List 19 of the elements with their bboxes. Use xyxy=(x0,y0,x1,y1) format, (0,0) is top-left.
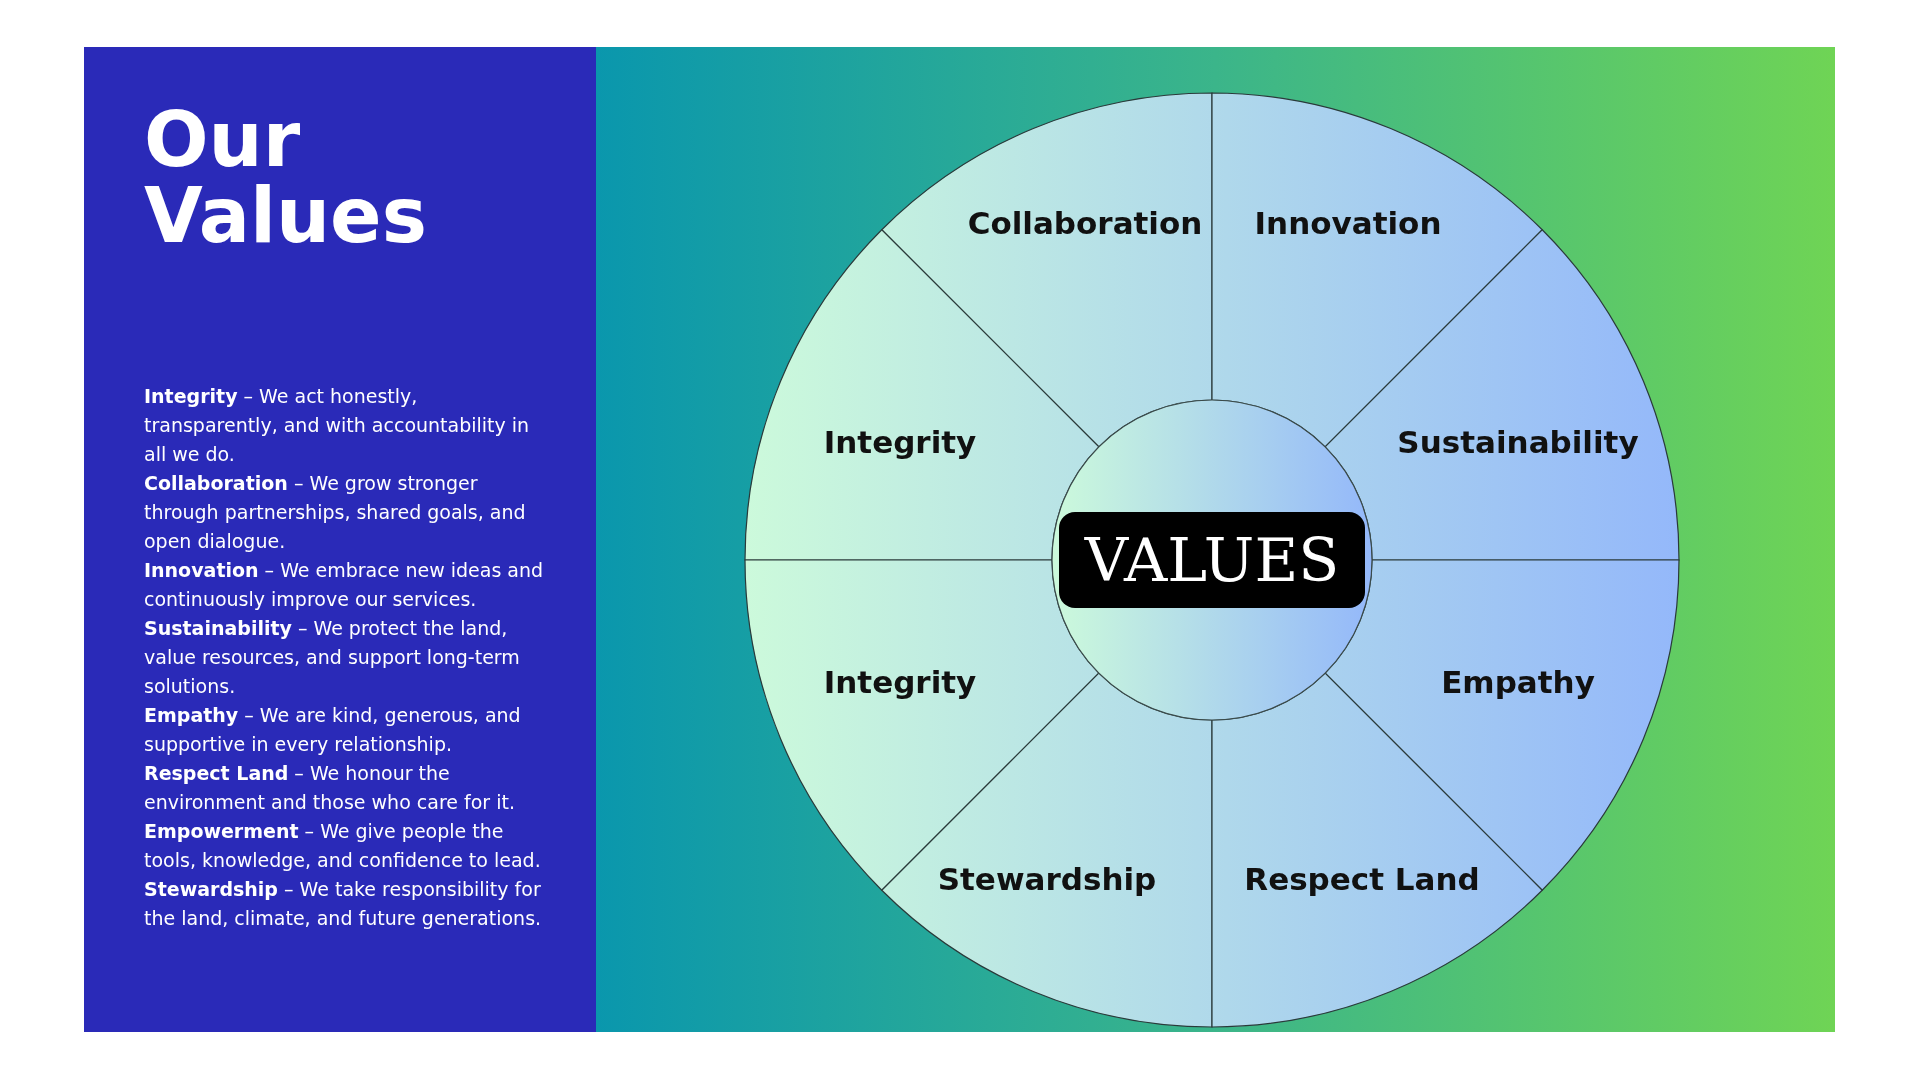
value-description: Respect Land – We honour the environment and those who care for it. xyxy=(144,761,516,815)
value-description: Collaboration – We grow stronger through partnerships, shared goals, and open dialogue. xyxy=(144,471,527,554)
value-description: Stewardship – We take responsibility for the land, climate, and future generations. xyxy=(144,877,543,931)
segment-label: Collaboration xyxy=(967,205,1203,241)
value-description: Empathy – We are kind, generous, and supportive in every relationship. xyxy=(144,703,522,757)
center-label: VALUES xyxy=(1059,512,1365,608)
segment-label: Integrity xyxy=(823,664,977,700)
segment-label: Empathy xyxy=(1441,664,1595,700)
value-description: Sustainability – We protect the land, value resources, and support long-term solutions. xyxy=(144,616,521,699)
segment-label: Integrity xyxy=(823,424,977,460)
segment-label: Sustainability xyxy=(1397,424,1639,460)
segment-label: Stewardship xyxy=(937,861,1157,897)
segment-label: Respect Land xyxy=(1244,861,1480,897)
segment-label: Innovation xyxy=(1254,205,1442,241)
title: Our Values xyxy=(144,102,428,254)
value-description: Innovation – We embrace new ideas and continuously improve our services. xyxy=(144,558,544,612)
center-circle xyxy=(1051,399,1373,721)
value-description: Integrity – We act honestly, transparently, and with accountability in all we do. xyxy=(144,384,531,467)
value-description: Empowerment – We give people the tools, knowledge, and confidence to lead. xyxy=(144,819,542,873)
